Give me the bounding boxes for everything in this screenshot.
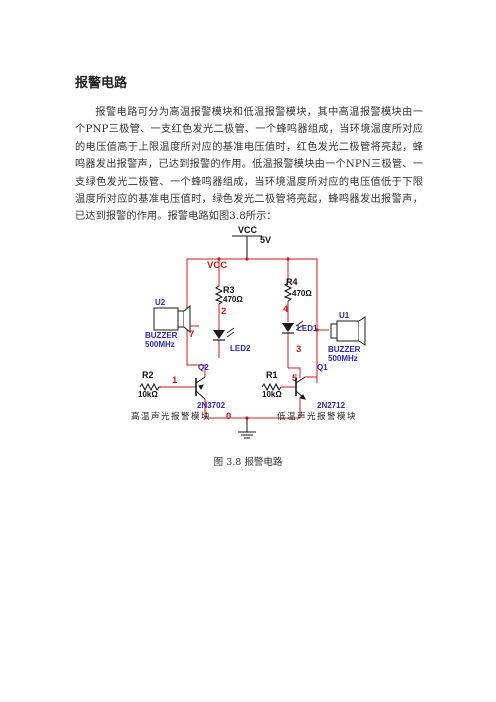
vcc-top-label: VCC bbox=[238, 225, 258, 235]
section-body: 报警电路可分为高温报警模块和低温报警模块，其中高温报警模块由一个PNP三极管、一… bbox=[75, 107, 423, 223]
wire-network bbox=[161, 258, 329, 419]
r1-name: R1 bbox=[266, 370, 278, 380]
r1-value: 10kΩ bbox=[262, 390, 282, 399]
node-2-label: 2 bbox=[221, 306, 226, 317]
led1-diode: LED1 bbox=[282, 320, 318, 334]
u1-freq: 500MHz bbox=[328, 354, 358, 363]
u2-type: BUZZER bbox=[145, 331, 178, 340]
r4-name: R4 bbox=[286, 277, 298, 287]
led1-label: LED1 bbox=[297, 324, 318, 333]
node-0-label: 0 bbox=[226, 411, 231, 422]
r2-value: 10kΩ bbox=[138, 390, 158, 399]
low-temp-module-label: 低温声光报警模块 bbox=[277, 411, 357, 422]
q1-model: 2N2712 bbox=[317, 401, 346, 410]
junction-dots bbox=[185, 257, 319, 420]
resistor-r3: R3 470Ω bbox=[214, 285, 243, 305]
buzzer-u1: U1 BUZZER 500MHz bbox=[328, 311, 366, 363]
u2-name: U2 bbox=[155, 298, 166, 307]
figure-caption: 图 3.8 报警电路 bbox=[213, 457, 283, 468]
buzzer-u2: U2 BUZZER 500MHz bbox=[145, 298, 191, 349]
section-title: 报警电路 bbox=[75, 76, 128, 91]
high-temp-module-label: 高温声光报警模块 bbox=[131, 411, 211, 422]
q1-name: Q1 bbox=[317, 363, 328, 372]
transistor-q1 bbox=[295, 376, 306, 400]
node-1-label: 1 bbox=[172, 375, 178, 386]
u1-name: U1 bbox=[339, 311, 350, 320]
led2-label: LED2 bbox=[230, 344, 251, 353]
resistor-r1: R1 10kΩ bbox=[261, 370, 282, 399]
vcc-supply: VCC 5V bbox=[232, 225, 271, 259]
node-7-label: 7 bbox=[189, 329, 194, 340]
u2-freq: 500MHz bbox=[145, 340, 175, 349]
q2-model: 2N3702 bbox=[197, 401, 226, 410]
r2-name: R2 bbox=[142, 370, 154, 380]
resistor-r2: R2 10kΩ bbox=[138, 370, 161, 399]
node-3-label: 3 bbox=[296, 344, 301, 355]
r3-name: R3 bbox=[223, 285, 235, 295]
resistor-r4: R4 470Ω bbox=[283, 277, 312, 302]
led2-diode: LED2 bbox=[213, 327, 251, 353]
r3-value: 470Ω bbox=[223, 295, 243, 304]
node-4-label: 4 bbox=[283, 304, 289, 315]
vcc-net-label: VCC bbox=[207, 260, 227, 271]
node-5-label: 5 bbox=[292, 373, 298, 384]
vcc-value-label: 5V bbox=[260, 235, 271, 245]
ground-symbol bbox=[238, 418, 256, 439]
q2-name: Q2 bbox=[198, 363, 209, 372]
r4-value: 470Ω bbox=[292, 289, 312, 298]
u1-type: BUZZER bbox=[328, 345, 361, 354]
transistor-q2 bbox=[195, 376, 206, 400]
